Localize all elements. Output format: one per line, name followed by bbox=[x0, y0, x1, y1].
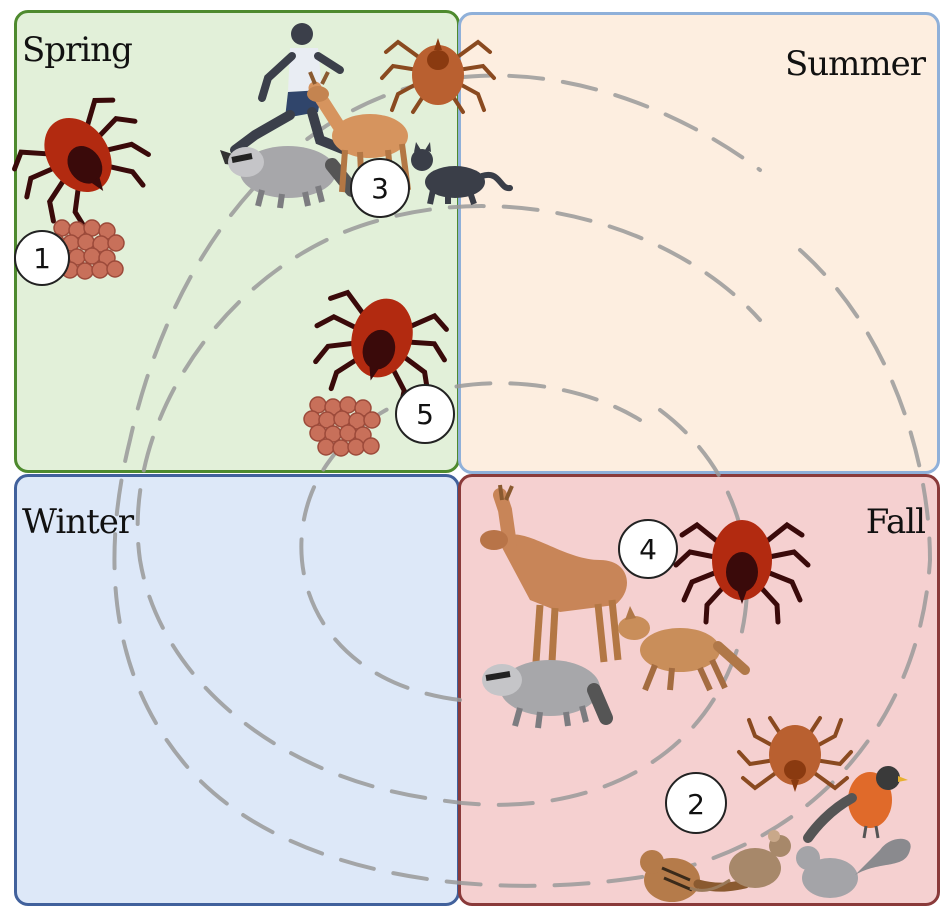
step-number: 3 bbox=[371, 172, 389, 205]
step-number: 2 bbox=[687, 788, 705, 821]
tick-eggs-icon bbox=[304, 397, 380, 456]
tick-adult-female-icon bbox=[1, 84, 168, 243]
squirrel-icon bbox=[796, 839, 911, 898]
tick-adult-icon bbox=[676, 520, 808, 622]
deer-icon bbox=[480, 485, 627, 662]
step-marker-4: 4 bbox=[619, 520, 677, 578]
step-number: 4 bbox=[639, 533, 657, 566]
tick-larva-icon bbox=[739, 718, 851, 792]
step-number: 5 bbox=[416, 398, 434, 431]
step-number: 1 bbox=[33, 242, 51, 275]
chipmunk-icon bbox=[640, 850, 745, 902]
raccoon-icon bbox=[482, 660, 606, 728]
step-marker-5: 5 bbox=[396, 385, 454, 443]
step-marker-1: 1 bbox=[15, 231, 69, 285]
step-marker-3: 3 bbox=[351, 159, 409, 217]
step-marker-2: 2 bbox=[666, 773, 726, 833]
cat-icon bbox=[411, 142, 510, 204]
